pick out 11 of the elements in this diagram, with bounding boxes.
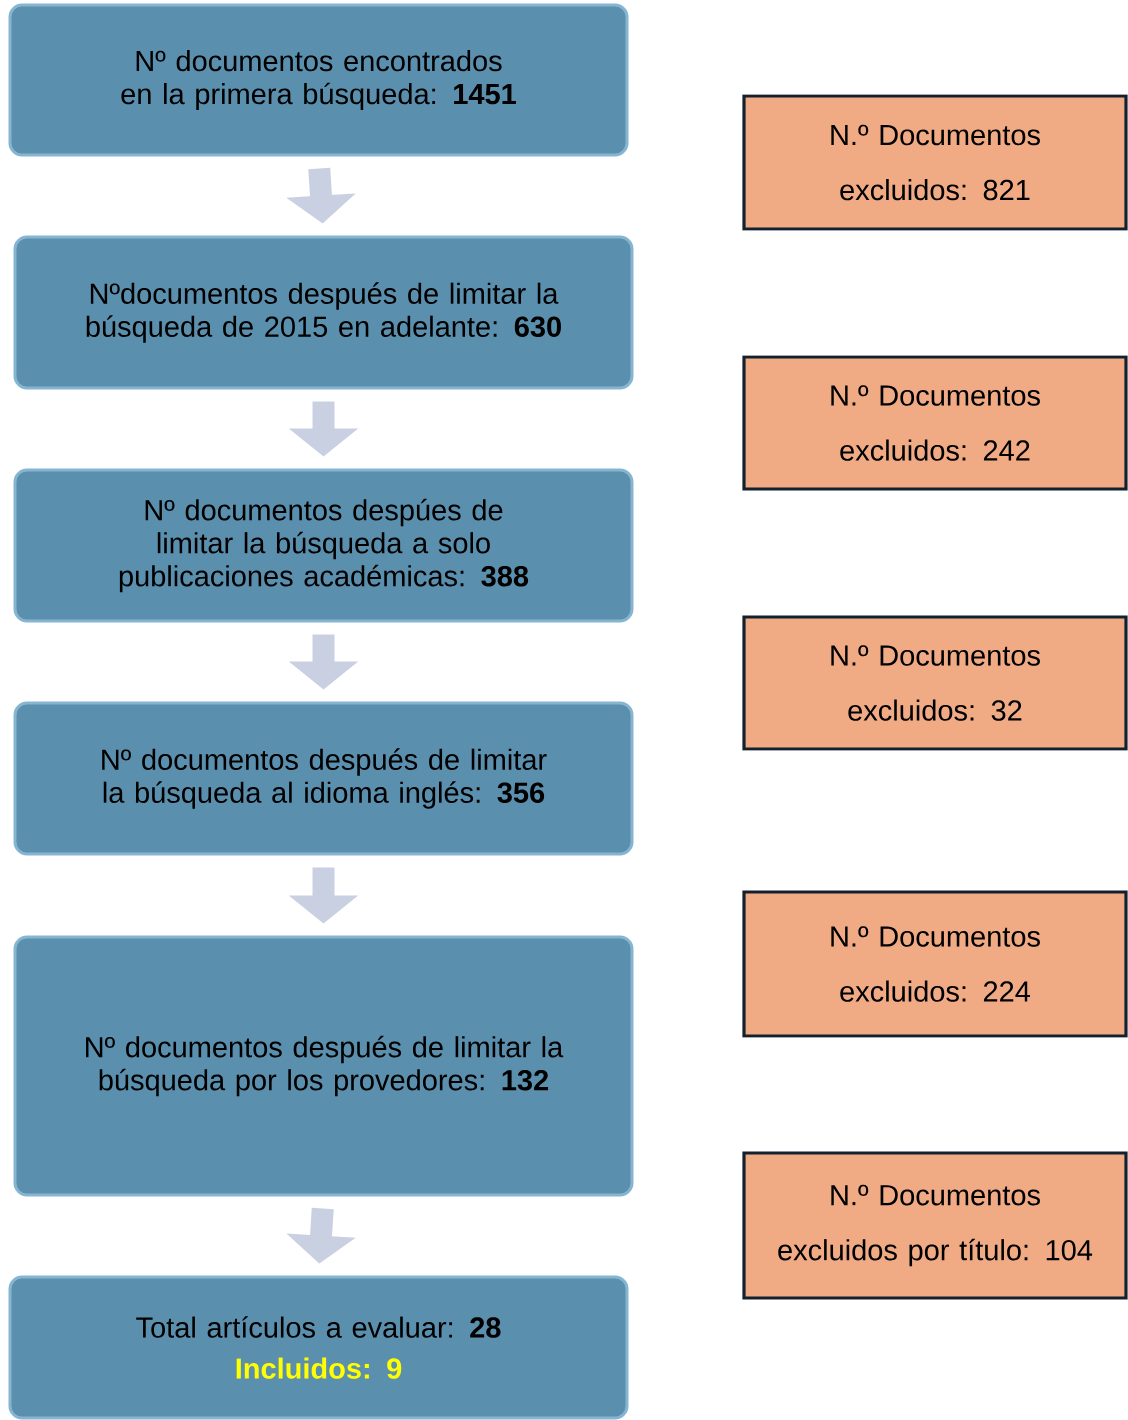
exclusion-box: N.º Documentos excluidos: 224 bbox=[742, 890, 1128, 1038]
exclusion-box: N.º Documentos excluidos por título: 104 bbox=[742, 1151, 1128, 1300]
exclusion-box: N.º Documentos excluidos: 242 bbox=[742, 355, 1128, 491]
process-box: Total artículos a evaluar: 28 Incluidos: 9 bbox=[8, 1275, 629, 1420]
process-box: Nº documentos después de limitar la búsqueda al idioma inglés: 356 bbox=[13, 701, 634, 856]
process-box: Nº documentos después de limitar la búsqueda por los provedores: 132 bbox=[13, 935, 634, 1197]
exclusion-box: N.º Documentos excluidos: 821 bbox=[742, 94, 1128, 231]
process-box: Nº documentos encontrados en la primera búsqueda: 1451 bbox=[8, 3, 629, 157]
process-box: Nºdocumentos después de limitar la búsqueda de 2015 en adelante: 630 bbox=[13, 235, 634, 390]
exclusion-box: N.º Documentos excluidos: 32 bbox=[742, 615, 1128, 751]
process-box: Nº documentos despúes de limitar la búsqueda a solo publicaciones académicas: 388 bbox=[13, 468, 634, 623]
